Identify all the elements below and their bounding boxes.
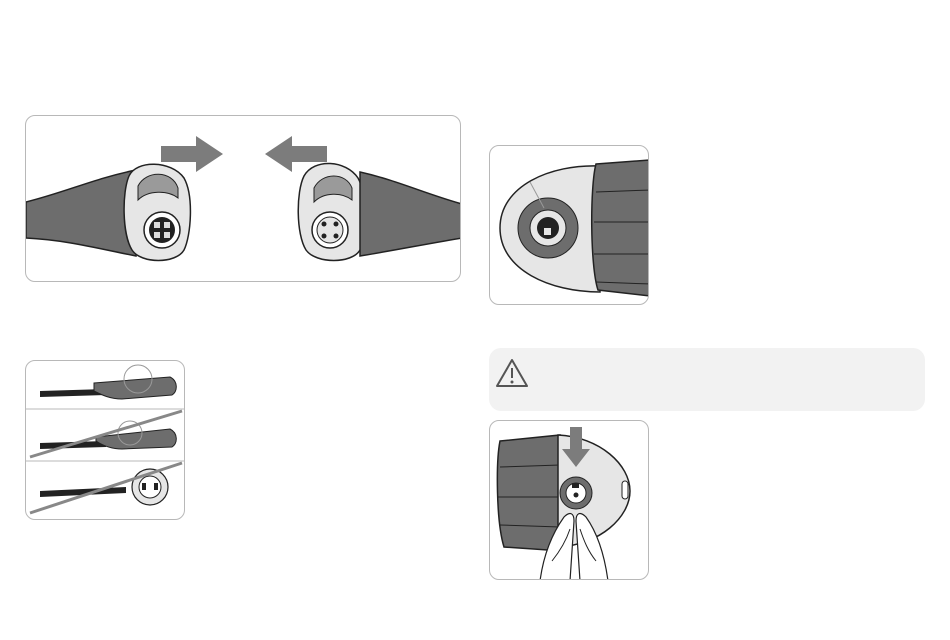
orientation-steps-illustration (26, 361, 185, 520)
step-3-front-view (30, 463, 182, 513)
connector-illustration (26, 116, 461, 282)
socket-closeup-illustration (490, 146, 649, 305)
insertion-illustration (490, 421, 649, 580)
left-connector-head (124, 164, 190, 260)
connector-insertion-figure (489, 420, 649, 580)
warning-triangle-icon (495, 358, 529, 388)
connector-joining-figure (25, 115, 461, 282)
step-1-side-view (40, 365, 176, 399)
plug-orientation-figure (25, 360, 185, 520)
arrow-right-icon (161, 136, 223, 172)
warning-box (489, 348, 925, 411)
connector-socket-figure (489, 145, 649, 305)
right-connector-head (298, 163, 365, 260)
step-2-side-view (30, 411, 182, 457)
